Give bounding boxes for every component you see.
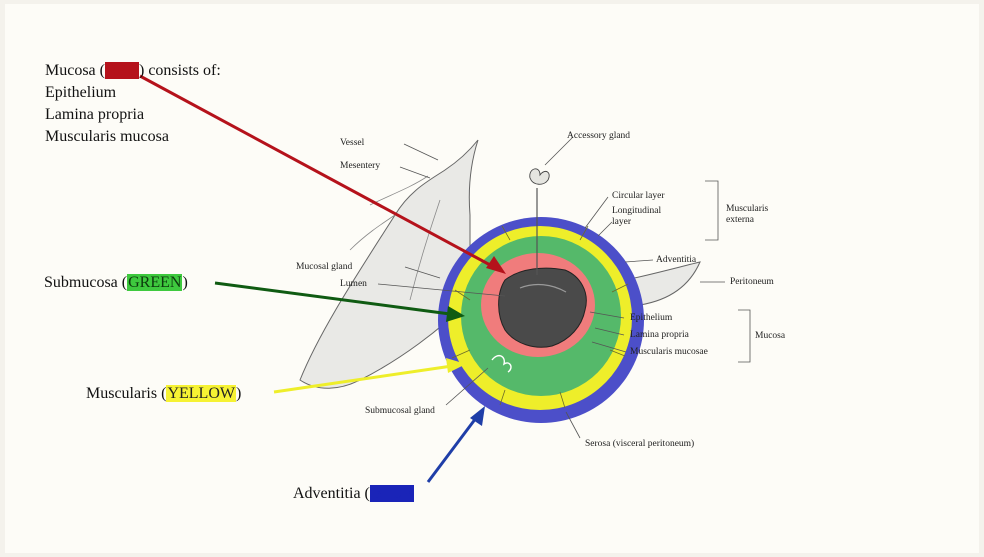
- label-mesentery: Mesentery: [340, 160, 380, 172]
- mucosa-item-muscularis-mucosa: Muscularis mucosa: [45, 126, 169, 148]
- label-epithelium: Epithelium: [630, 312, 672, 324]
- muscularis-label: Muscularis (YELLOW): [86, 383, 241, 405]
- mucosa-item-lamina-propria: Lamina propria: [45, 104, 144, 126]
- label-accessory-gland: Accessory gland: [567, 130, 630, 142]
- label-mucosa: Mucosa: [755, 330, 785, 342]
- label-serosa: Serosa (visceral peritoneum): [585, 438, 694, 450]
- mucosa-arrow: [140, 76, 492, 266]
- adventitia-color-word: BLUE: [370, 485, 414, 502]
- muscularis-label-suffix: ): [236, 385, 241, 402]
- mucosa-color-word: RED: [105, 62, 139, 79]
- label-lamina-propria: Lamina propria: [630, 329, 689, 341]
- submucosa-label: Submucosa (GREEN): [44, 272, 188, 294]
- label-submucosal-gland: Submucosal gland: [365, 405, 435, 417]
- mucosa-label-prefix: Mucosa (: [45, 62, 105, 79]
- mucosa-label: Mucosa (RED) consists of:: [45, 60, 221, 82]
- label-muscularis-externa-2: externa: [726, 214, 754, 226]
- adventitia-label-prefix: Adventitia (: [293, 485, 370, 502]
- label-mucosal-gland: Mucosal gland: [296, 261, 352, 273]
- adventitia-arrow: [428, 418, 476, 482]
- accessory-gland-lobes: [530, 169, 549, 184]
- mucosa-item-epithelium: Epithelium: [45, 82, 116, 104]
- label-muscularis-mucosae: Muscularis mucosae: [630, 346, 708, 358]
- muscularis-label-prefix: Muscularis (: [86, 385, 166, 402]
- submucosa-label-prefix: Submucosa (: [44, 274, 127, 291]
- label-vessel: Vessel: [340, 137, 364, 149]
- label-peritoneum: Peritoneum: [730, 276, 774, 288]
- label-circular-layer: Circular layer: [612, 190, 665, 202]
- mucosa-label-suffix: ) consists of:: [139, 62, 221, 79]
- label-lumen: Lumen: [340, 278, 367, 290]
- adventitia-label: Adventitia (BLUE: [293, 483, 414, 505]
- submucosa-color-word: GREEN: [127, 274, 182, 291]
- submucosa-label-suffix: ): [182, 274, 187, 291]
- muscularis-color-word: YELLOW: [166, 385, 236, 402]
- label-longitudinal-layer-2: layer: [612, 216, 631, 228]
- label-adventitia: Adventitia: [656, 254, 696, 266]
